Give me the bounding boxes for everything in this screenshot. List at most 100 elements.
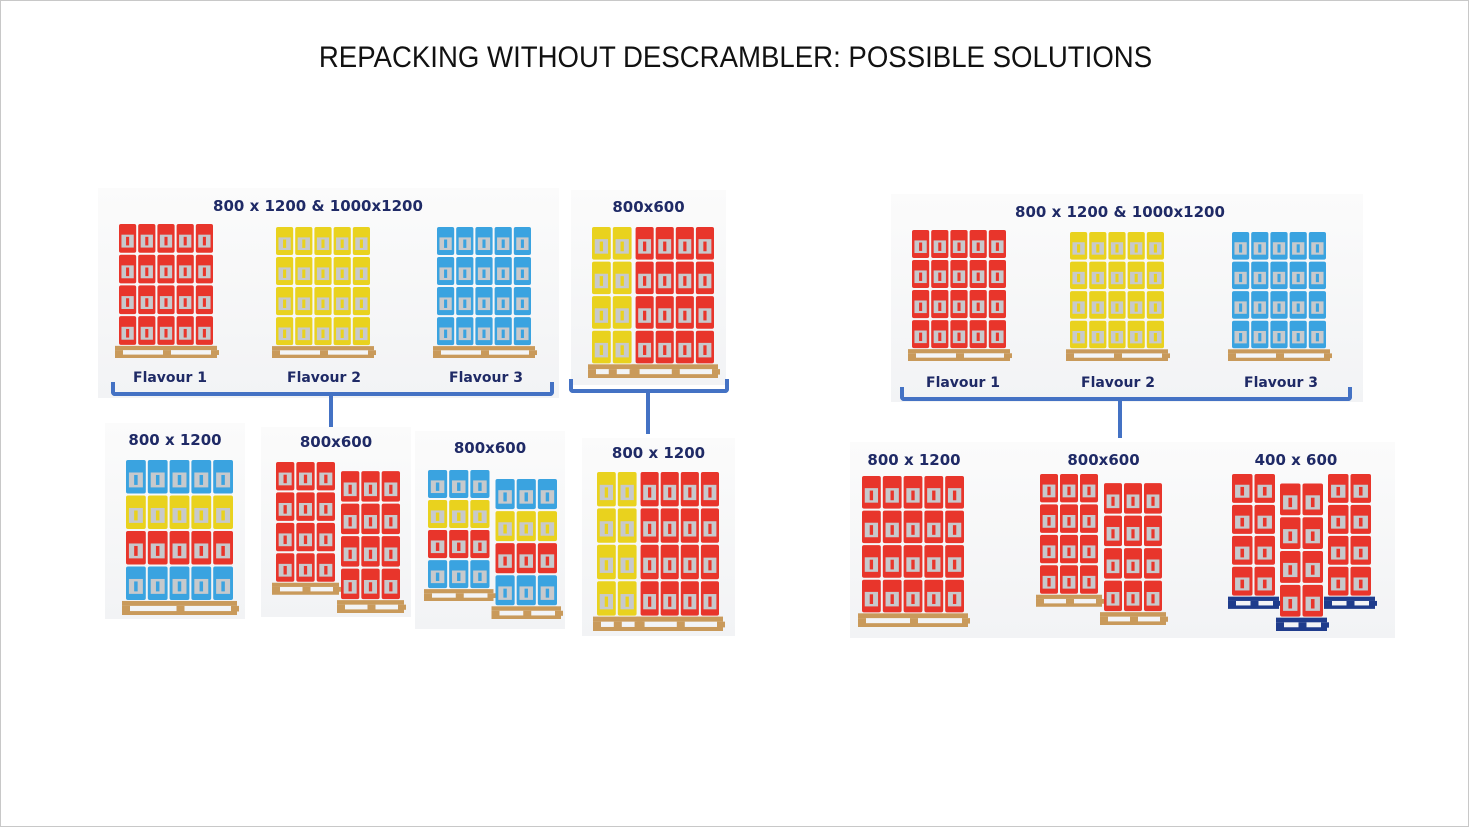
bottle-pack — [660, 544, 679, 580]
bottle-pack — [1308, 291, 1326, 319]
bottle-pack — [316, 492, 335, 521]
bottle-pack — [945, 510, 964, 544]
bottle-pack — [1080, 474, 1098, 503]
right-group-bracket — [900, 387, 1352, 401]
bottle-pack — [495, 543, 515, 574]
bottle-pack — [931, 260, 949, 289]
bottle-pack — [635, 330, 654, 364]
bottle-pack — [969, 260, 987, 289]
bottle-pack — [950, 290, 968, 319]
bottle-pack — [537, 479, 557, 510]
bottle-pack — [213, 566, 233, 600]
bottle-pack — [597, 472, 616, 507]
bottle-pack — [449, 560, 469, 589]
bottle-pack — [147, 460, 168, 494]
bottle-pack — [138, 316, 156, 345]
bottle-pack — [475, 317, 493, 346]
bottle-pack — [675, 227, 694, 260]
bottle-pack — [1127, 320, 1145, 349]
bottle-pack — [352, 257, 370, 286]
bottle-pack — [494, 257, 512, 286]
bottle-pack — [1089, 261, 1107, 290]
bottle-pack — [592, 227, 611, 260]
bottle-pack — [1254, 474, 1275, 503]
bottle-pack — [147, 530, 168, 565]
bottle-pack — [276, 317, 294, 346]
bottle-pack — [333, 257, 351, 286]
bottle-pack — [516, 511, 536, 542]
bottle-pack — [276, 257, 294, 286]
bottle-pack — [456, 257, 474, 286]
left-half-bracket — [569, 379, 729, 393]
bottle-pack — [1040, 565, 1058, 594]
bottle-pack — [1104, 580, 1122, 612]
bottle-pack — [361, 503, 380, 535]
bottle-pack — [494, 227, 512, 256]
pallet-base — [858, 613, 970, 627]
bottle-pack — [882, 510, 902, 544]
bottle-pack — [191, 460, 212, 494]
bottle-pack — [592, 296, 611, 329]
bottle-pack — [1146, 320, 1164, 349]
bottle-pack — [494, 317, 512, 346]
bottle-pack — [314, 257, 332, 286]
bottle-pack — [195, 285, 213, 315]
bottle-pack — [276, 462, 295, 491]
bottle-pack — [1302, 517, 1323, 550]
pallet-mixed-layers-full — [122, 460, 239, 615]
bottle-pack — [945, 579, 964, 613]
bottle-pack — [862, 510, 881, 544]
bottle-pack — [1328, 474, 1349, 503]
bottle-pack — [1040, 474, 1058, 503]
bottle-pack — [1089, 320, 1107, 349]
left-flavour-1-label: Flavour 1 — [133, 370, 208, 386]
bottle-pack — [361, 568, 380, 600]
bottle-pack — [612, 227, 632, 260]
bottle-pack — [1232, 474, 1253, 503]
bottle-pack — [470, 470, 490, 499]
bottle-pack — [437, 317, 455, 346]
bottle-pack — [882, 545, 902, 578]
bottle-pack — [449, 470, 469, 499]
bottle-pack — [176, 285, 194, 315]
bottle-pack — [1308, 261, 1326, 290]
bottle-pack — [138, 285, 156, 315]
bottle-pack — [176, 316, 194, 345]
right-group-connector — [1118, 400, 1122, 438]
bottle-pack — [470, 500, 490, 529]
bottle-pack — [635, 261, 654, 295]
bottle-pack — [592, 261, 611, 295]
bottle-pack — [316, 522, 335, 552]
bottle-pack — [1127, 232, 1145, 260]
bottle-pack — [1289, 232, 1307, 260]
bottle-pack — [513, 257, 531, 286]
bottle-pack — [1104, 515, 1122, 547]
bottle-pack — [1289, 291, 1307, 319]
bottle-pack — [169, 530, 190, 565]
pallet-base — [588, 364, 638, 378]
bottle-pack — [862, 545, 881, 578]
bottle-pack — [1144, 580, 1162, 612]
bottle-pack — [537, 511, 557, 542]
bottle-pack — [456, 227, 474, 256]
bottle-pack — [988, 320, 1006, 349]
bottle-pack — [437, 257, 455, 286]
bottle-pack — [276, 553, 295, 582]
bottle-pack — [1060, 565, 1078, 594]
right-flavour-3-label: Flavour 3 — [1244, 375, 1319, 391]
bottle-pack — [950, 320, 968, 349]
bottle-pack — [126, 566, 146, 600]
pallet-flavour-3 — [1228, 232, 1332, 361]
pallet-base — [1100, 612, 1168, 625]
bottle-pack — [352, 227, 370, 256]
bottle-pack — [969, 230, 987, 259]
bottle-pack — [1108, 320, 1126, 349]
bottle-pack — [1289, 320, 1307, 349]
bottle-pack — [1302, 551, 1323, 583]
bottle-pack — [138, 254, 156, 284]
bottle-pack — [612, 261, 632, 295]
bottle-pack — [1127, 291, 1145, 319]
pallet-base — [272, 346, 376, 358]
bottle-pack — [1280, 551, 1301, 583]
bottle-pack — [213, 495, 233, 529]
